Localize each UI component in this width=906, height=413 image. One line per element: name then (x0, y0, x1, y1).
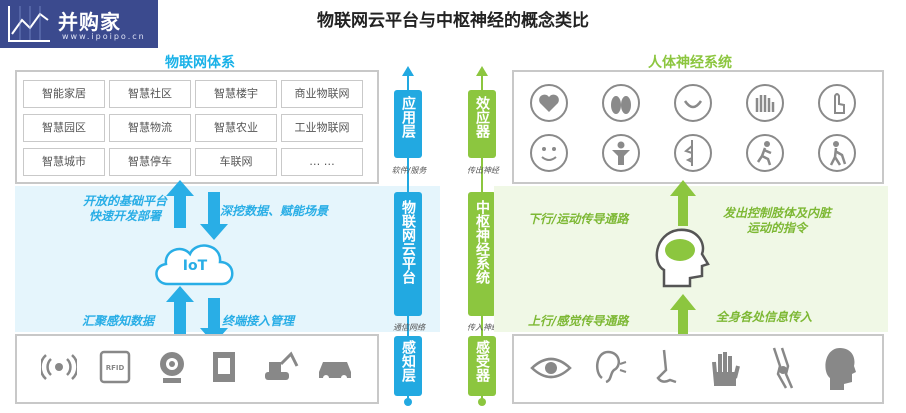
logo: 并购家 www.ipoipo.cn (0, 0, 158, 48)
cloud-platform-band (15, 186, 440, 332)
car-icon (319, 362, 351, 381)
effector-box: 效应器 (468, 90, 496, 158)
app-cell: 智慧农业 (195, 114, 277, 142)
touch-icon (818, 84, 856, 122)
heart-icon (530, 84, 568, 122)
cloud-platform-box: 物联网云平台 (394, 192, 422, 316)
receptor-box: 感受器 (468, 336, 496, 396)
page-title: 物联网云平台与中枢神经的概念类比 (317, 11, 589, 31)
lungs-icon (602, 84, 640, 122)
walker-icon (818, 134, 856, 172)
app-cell: 智慧城市 (23, 148, 105, 176)
eye-icon (530, 357, 572, 379)
app-cell: 车联网 (195, 148, 277, 176)
hands-icon (746, 84, 784, 122)
app-layer-box: 应用层 (394, 90, 422, 158)
right-heading: 人体神经系统 (648, 55, 732, 71)
data-flow-arrows (166, 180, 228, 344)
afferent-note: 传入神经 (467, 323, 499, 332)
up-right-label: 深挖数据、赋能场景 (220, 204, 329, 218)
runner-icon (746, 134, 784, 172)
app-layer-label: 应用层 (400, 96, 416, 138)
app-cell: 智能家居 (23, 80, 105, 108)
receptor-label: 感受器 (474, 340, 490, 382)
logo-url: www.ipoipo.cn (62, 32, 146, 41)
ascending-label: 上行/感觉传导通路 (528, 314, 629, 328)
head-icon (825, 348, 856, 390)
nose-icon (656, 349, 677, 384)
leg-icon (772, 347, 794, 389)
app-cell: 智慧园区 (23, 114, 105, 142)
app-cell: 商业物联网 (281, 80, 363, 108)
iot-label: IoT (182, 258, 208, 274)
network-note: 通信网络 (393, 323, 425, 332)
efferent-note: 传出神经 (467, 166, 499, 175)
sense-layer-label: 感知层 (400, 340, 416, 382)
effector-label: 效应器 (474, 96, 490, 138)
logo-chart-icon (8, 6, 50, 42)
camera-icon (160, 352, 184, 383)
app-cell: … … (281, 148, 363, 176)
excavator-icon (265, 351, 299, 380)
app-cell: 智慧停车 (109, 148, 191, 176)
nerve-arrows (670, 180, 696, 342)
descending-label: 下行/运动传导通路 (528, 212, 629, 226)
signal-icon (41, 354, 77, 380)
app-cell: 智慧楼宇 (195, 80, 277, 108)
logo-brand: 并购家 (58, 10, 121, 34)
up-arrow-icon (670, 180, 696, 226)
app-cell: 智慧物流 (109, 114, 191, 142)
cns-label: 中枢神经系统 (474, 200, 490, 284)
down-arrow-icon (200, 298, 228, 344)
up-arrow-icon (166, 180, 194, 228)
down-right-label: 终端接入管理 (222, 314, 295, 328)
cns-box: 中枢神经系统 (468, 192, 496, 316)
profile-icon (674, 134, 712, 172)
down-left-label: 汇聚感知数据 (82, 314, 155, 328)
smile-icon (674, 84, 712, 122)
effector-icons (512, 70, 884, 184)
command-label: 发出控制肢体及内脏 运动的指令 (722, 206, 831, 235)
input-label: 全身各处信息传入 (716, 310, 813, 324)
up-arrow-icon (166, 286, 194, 338)
cloud-platform-label: 物联网云平台 (400, 200, 416, 284)
sense-row (512, 334, 884, 404)
body-icon (602, 134, 640, 172)
application-grid: 智能家居 智慧社区 智慧楼宇 商业物联网 智慧园区 智慧物流 智慧农业 工业物联… (15, 70, 379, 184)
face-icon (530, 134, 568, 172)
app-cell: 智慧社区 (109, 80, 191, 108)
ear-icon (595, 350, 627, 384)
up-arrow-icon (670, 294, 696, 342)
software-note: 软件/服务 (391, 166, 427, 175)
brain-head-icon (655, 228, 710, 288)
left-heading: 物联网体系 (165, 55, 235, 71)
rfid-icon: RFID (99, 350, 131, 384)
sense-layer-box: 感知层 (394, 336, 422, 396)
meter-icon (213, 352, 235, 382)
app-cell: 工业物联网 (281, 114, 363, 142)
iot-cloud-icon (155, 244, 234, 286)
down-arrow-icon (200, 192, 228, 240)
hand-icon (712, 352, 740, 386)
up-left-label: 开放的基础平台 快速开发部署 (82, 194, 167, 223)
device-row: RFID (15, 334, 379, 404)
